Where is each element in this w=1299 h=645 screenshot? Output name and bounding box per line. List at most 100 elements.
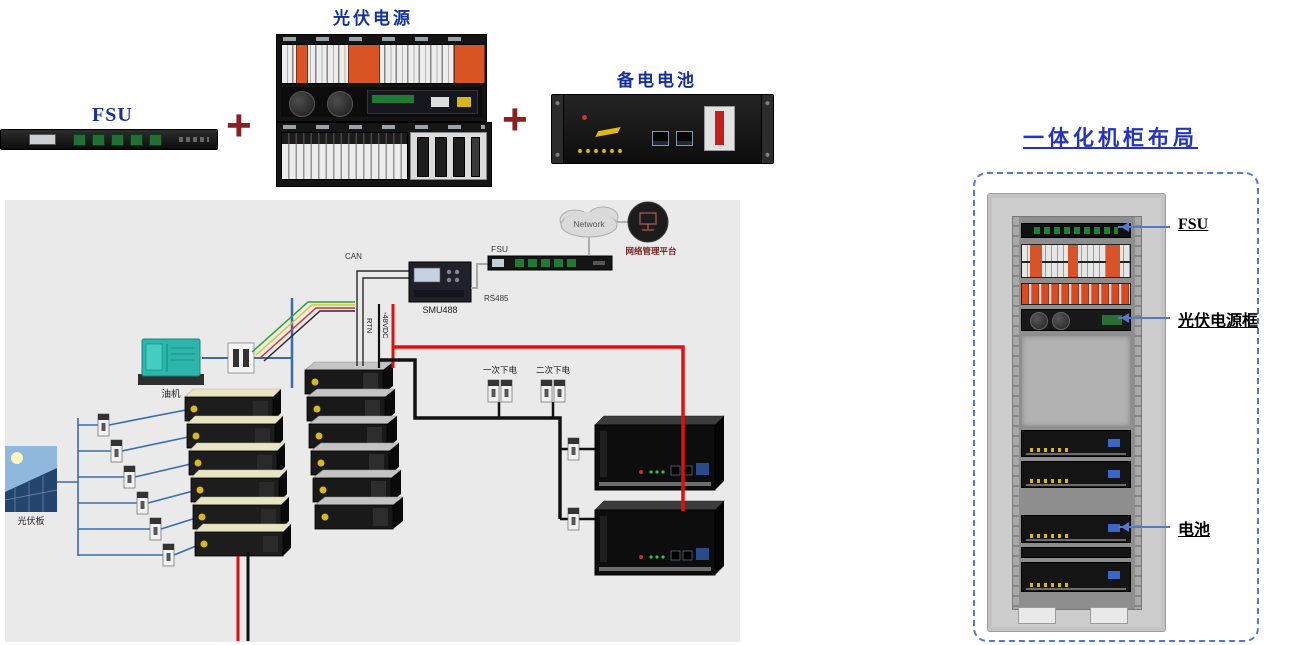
mounting-rail [1013,217,1019,609]
generator-breaker [227,342,255,374]
cabinet-unit-pv-breakers [1021,244,1131,278]
cabinet-dashed-box [973,172,1259,642]
breaker-icon [435,137,448,177]
led-module [111,134,124,146]
led-dot [610,149,614,153]
breaker-row [281,44,485,84]
battery-breaker-2 [560,507,595,531]
pcb-board [1102,315,1122,325]
ac-input-wires [251,301,355,362]
warning-sticker [457,97,471,107]
led-row [1030,448,1072,452]
fsu-port-marks [179,137,209,142]
pv-power-unit-top-photo [276,34,487,122]
cabinet-cavity [1012,216,1142,610]
cabinet-unit-battery [1021,461,1131,488]
cabinet-unit-rectifier [1021,309,1131,331]
unit-base-strip [1026,539,1126,541]
led-module [92,134,105,146]
led-module [73,134,86,146]
led-dot [602,149,606,153]
breaker-handle [715,111,724,145]
module-label-sticker [431,97,449,107]
arrow-head-icon [1116,522,1129,532]
panel-label-marks [283,125,485,129]
battery-title-label: 备电电池 [617,71,697,90]
led-row [1034,227,1118,234]
nms-node: 网络管理平台 [625,201,677,256]
fan-icon [289,91,315,117]
ethernet-port [652,131,669,146]
callout-label-fsu: FSU [1178,216,1209,233]
rack-ear [761,95,773,163]
dc-bus-label: -48VDC [381,312,390,339]
diagram-fsu-label: FSU [491,244,508,254]
fsu-device-photo [0,129,218,150]
plus-sign: + [226,101,252,150]
cabinet-layout-title: 一体化机柜布局 [1023,126,1198,150]
led-dot [586,149,590,153]
breaker-icon [471,137,480,177]
system-diagram: 光伏板 [5,200,740,642]
unit-base-strip [1026,484,1126,486]
orange-breaker-group [1106,245,1120,277]
battery-pack-1 [594,415,725,491]
unit-base-strip [1026,588,1126,590]
led-module [149,134,162,146]
module-row [281,87,482,117]
orange-breaker-group [348,45,380,83]
unit-base-strip [1026,453,1126,455]
orange-breaker-group [296,45,308,83]
ethernet-port [676,131,693,146]
pv-title-label: 光伏电源 [333,9,413,28]
network-cloud: Network [559,206,619,238]
cabinet-blank-panel [1021,335,1131,427]
battery-label-chip [1108,571,1120,580]
orange-breaker-group [1068,245,1078,277]
arrow-head-icon [1116,222,1129,232]
cabinet-unit-battery [1021,562,1131,592]
primary-cutoff-breaker: 一次下电 [483,365,518,403]
led-module [130,134,143,146]
smu488-controller: SMU488 [408,261,472,315]
battery-label-chip [1108,469,1120,478]
pv-panel-label: 光伏板 [17,515,44,526]
plus-sign: + [502,95,528,144]
led-dot [594,149,598,153]
callout-label-pv-frame: 光伏电源框 [1178,313,1259,330]
dc-breaker-panel [410,132,487,180]
bottom-feed-wires [236,552,250,641]
breaker-icon [417,137,430,177]
dc-bus-risers: RTN -48VDC [365,304,395,368]
breaker-icon [453,137,466,177]
main-dc-wiring [379,345,685,519]
callout-arrow-icon [1118,522,1170,532]
rtn-label: RTN [365,318,374,333]
battery-breaker-1 [560,437,595,461]
network-label: Network [573,219,605,229]
rs485-wire: RS485 [471,263,509,303]
smu-label: SMU488 [422,305,457,315]
mounting-rail [1135,217,1141,609]
led-row [1030,479,1072,483]
battery-device-photo [551,94,774,164]
led-row [1030,534,1072,538]
battery-pack-2 [594,500,725,576]
generator: 油机 [138,338,204,400]
cabinet-illustration [987,193,1166,632]
can-bus-wires [356,270,409,366]
ethernet-ports [652,131,693,146]
secondary-cutoff-label: 二次下电 [536,365,571,375]
led-dot [618,149,622,153]
callout-label-battery: 电池 [1178,522,1211,539]
breaker-caps [282,133,407,144]
fan-icon [1030,312,1048,330]
brand-mark [595,126,621,138]
cabinet-unit-dc-breakers [1021,283,1131,305]
primary-cutoff-label: 一次下电 [483,365,518,375]
cabinet-foot [1090,607,1128,624]
breaker-row [281,132,408,180]
can-label: CAN [345,252,362,261]
led-row [578,149,622,153]
